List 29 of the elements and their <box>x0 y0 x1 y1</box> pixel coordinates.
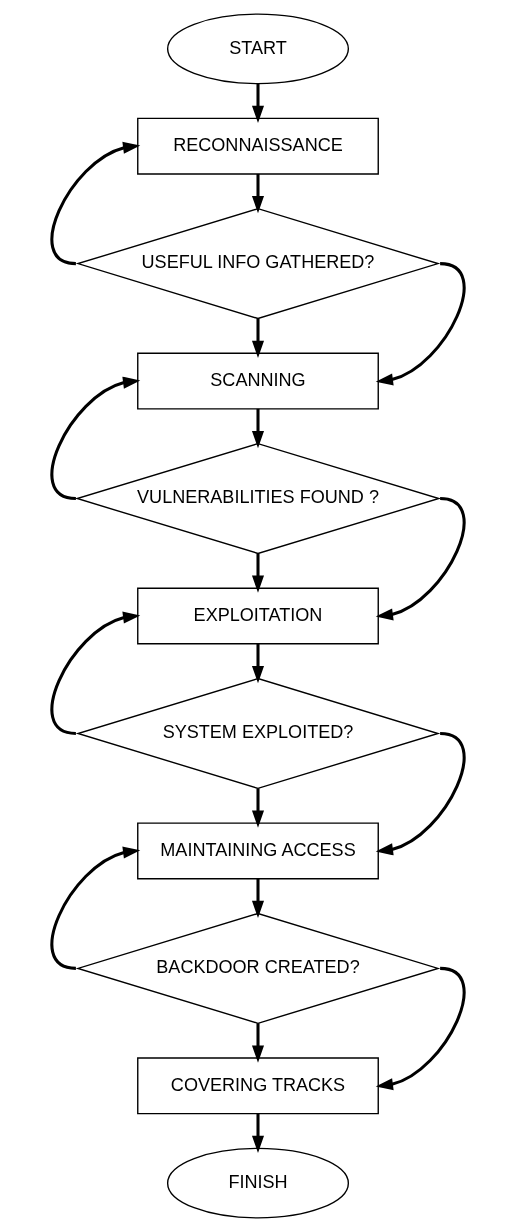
arrow <box>251 173 264 214</box>
arrow <box>251 408 264 449</box>
node-box: EXPLOITATION <box>136 587 379 645</box>
node-ellipse: START <box>166 13 349 85</box>
arrow <box>251 553 264 593</box>
arrow <box>251 1023 264 1063</box>
arrow <box>375 731 465 856</box>
node-diamond: SYSTEM EXPLOITED? <box>75 677 440 790</box>
node-ellipse: FINISH <box>166 1147 349 1219</box>
arrow <box>375 497 465 621</box>
arrow <box>251 643 264 684</box>
node-box: MAINTAINING ACCESS <box>136 822 379 880</box>
arrow <box>251 788 264 828</box>
arrow <box>50 846 140 970</box>
arrow <box>251 878 264 919</box>
node-box: RECONNAISSANCE <box>136 117 379 175</box>
arrow <box>375 966 465 1091</box>
arrow <box>50 611 140 735</box>
node-diamond: VULNERABILITIES FOUND ? <box>74 442 441 555</box>
node-box: COVERING TRACKS <box>136 1057 379 1115</box>
arrow <box>375 262 465 386</box>
arrow <box>251 83 264 123</box>
node-box: SCANNING <box>136 352 379 410</box>
node-diamond: BACKDOOR CREATED? <box>75 912 440 1024</box>
arrow <box>50 376 140 501</box>
arrow <box>50 141 140 266</box>
arrow <box>251 1113 264 1154</box>
arrow <box>251 318 264 358</box>
node-diamond: USEFUL INFO GATHERED? <box>75 208 440 320</box>
